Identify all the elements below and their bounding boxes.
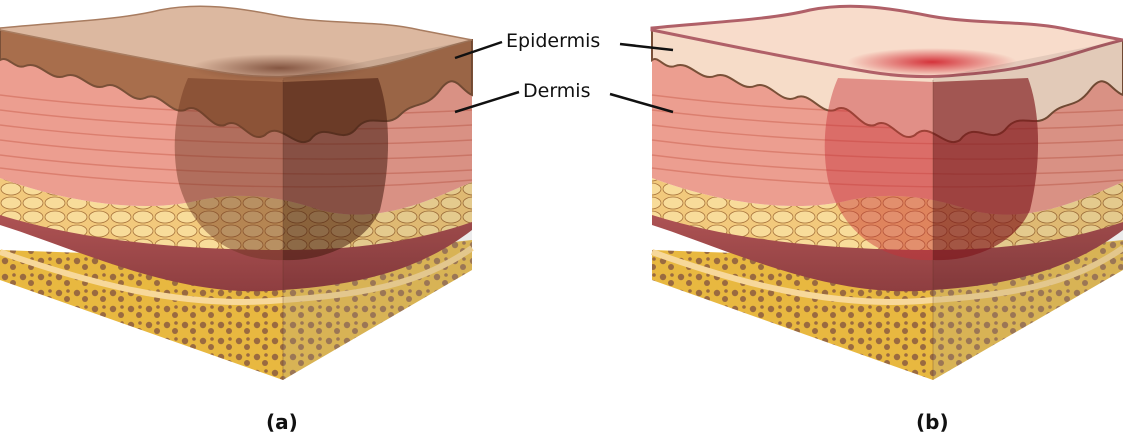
skin-block-b — [640, 0, 1123, 400]
skin-illustration-b — [650, 4, 1123, 380]
callout-dermis: Dermis — [523, 80, 591, 102]
skin-illustration-a — [0, 5, 474, 380]
panel-label-b: (b) — [916, 410, 949, 434]
skin-block-a — [0, 0, 480, 400]
callout-epidermis: Epidermis — [506, 30, 601, 52]
panel-label-a: (a) — [266, 410, 298, 434]
